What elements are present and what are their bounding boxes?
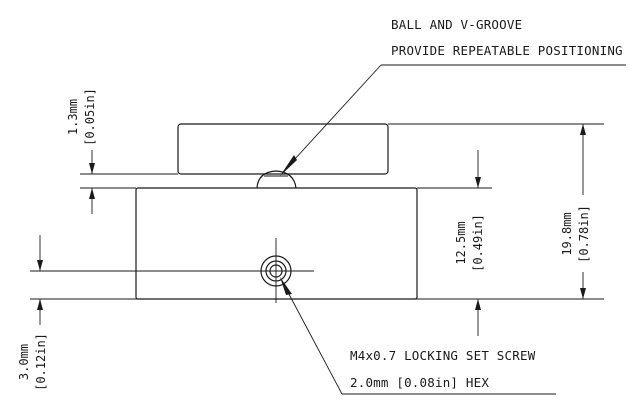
dim-total-height-mm: 19.8mm [560, 212, 574, 255]
dim-base-height-arrows [475, 150, 481, 336]
set-screw [260, 255, 292, 287]
dim-screw-offset-mm: 3.0mm [17, 344, 31, 380]
dim-screw-offset-in: [0.12in] [34, 333, 48, 391]
dim-base-height-in: [0.49in] [471, 214, 485, 272]
groove-callout-leader [282, 64, 382, 173]
dim-base-height-mm: 12.5mm [454, 221, 468, 264]
ball [256, 170, 297, 189]
screw-callout-line2: 2.0mm [0.08in] HEX [350, 375, 489, 390]
groove-callout-line1: BALL AND V-GROOVE [391, 17, 522, 32]
dim-total-height-arrows [580, 124, 586, 299]
dim-gap-in: [0.05in] [83, 88, 97, 146]
dim-gap-mm: 1.3mm [66, 99, 80, 135]
screw-callout-leader [281, 280, 343, 395]
screw-callout-line1: M4x0.7 LOCKING SET SCREW [350, 348, 536, 363]
dim-gap-arrows [89, 150, 95, 214]
upper-block [177, 123, 389, 175]
dim-total-height-in: [0.78in] [577, 205, 591, 263]
dim-screw-offset-arrows [37, 235, 43, 325]
groove-callout-line2: PROVIDE REPEATABLE POSITIONING [391, 43, 623, 58]
lower-block [135, 187, 418, 300]
